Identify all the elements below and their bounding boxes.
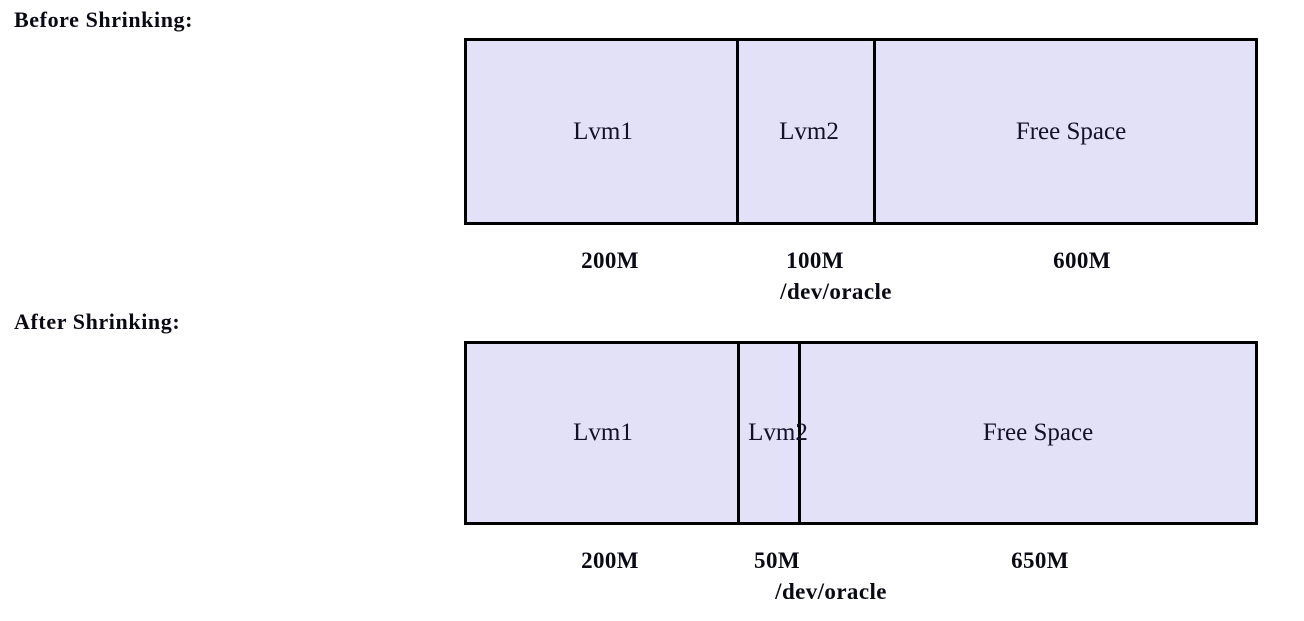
after-size-free-space: 650M — [1011, 548, 1069, 573]
before-shrinking-heading: Before Shrinking: — [14, 7, 194, 32]
after-divider-lvm1-lvm2 — [737, 344, 740, 522]
after-disk-bar: Lvm1 Lvm2 Free Space — [464, 341, 1258, 525]
before-partition-label-lvm1: Lvm1 — [573, 117, 633, 145]
after-device-path-lvm2: /dev/oracle — [775, 579, 887, 604]
after-partition-label-lvm2: Lvm2 — [748, 419, 808, 446]
after-partition-label-free-space: Free Space — [982, 419, 1094, 446]
before-device-path-lvm2: /dev/oracle — [780, 279, 892, 304]
after-partition-label-lvm1: Lvm1 — [573, 419, 633, 446]
after-size-lvm1: 200M — [581, 548, 639, 573]
before-disk-bar: Lvm1 Lvm2 Free Space — [464, 38, 1258, 225]
before-size-lvm1: 200M — [581, 248, 639, 273]
after-divider-lvm2-free — [798, 344, 801, 522]
before-size-lvm2: 100M — [786, 248, 844, 273]
before-divider-lvm2-free — [873, 41, 876, 222]
after-shrinking-heading: After Shrinking: — [14, 309, 181, 334]
after-size-lvm2: 50M — [754, 548, 800, 573]
before-partition-label-lvm2: Lvm2 — [779, 117, 839, 145]
before-divider-lvm1-lvm2 — [736, 41, 739, 222]
before-partition-label-free-space: Free Space — [1015, 117, 1127, 145]
before-size-free-space: 600M — [1053, 248, 1111, 273]
